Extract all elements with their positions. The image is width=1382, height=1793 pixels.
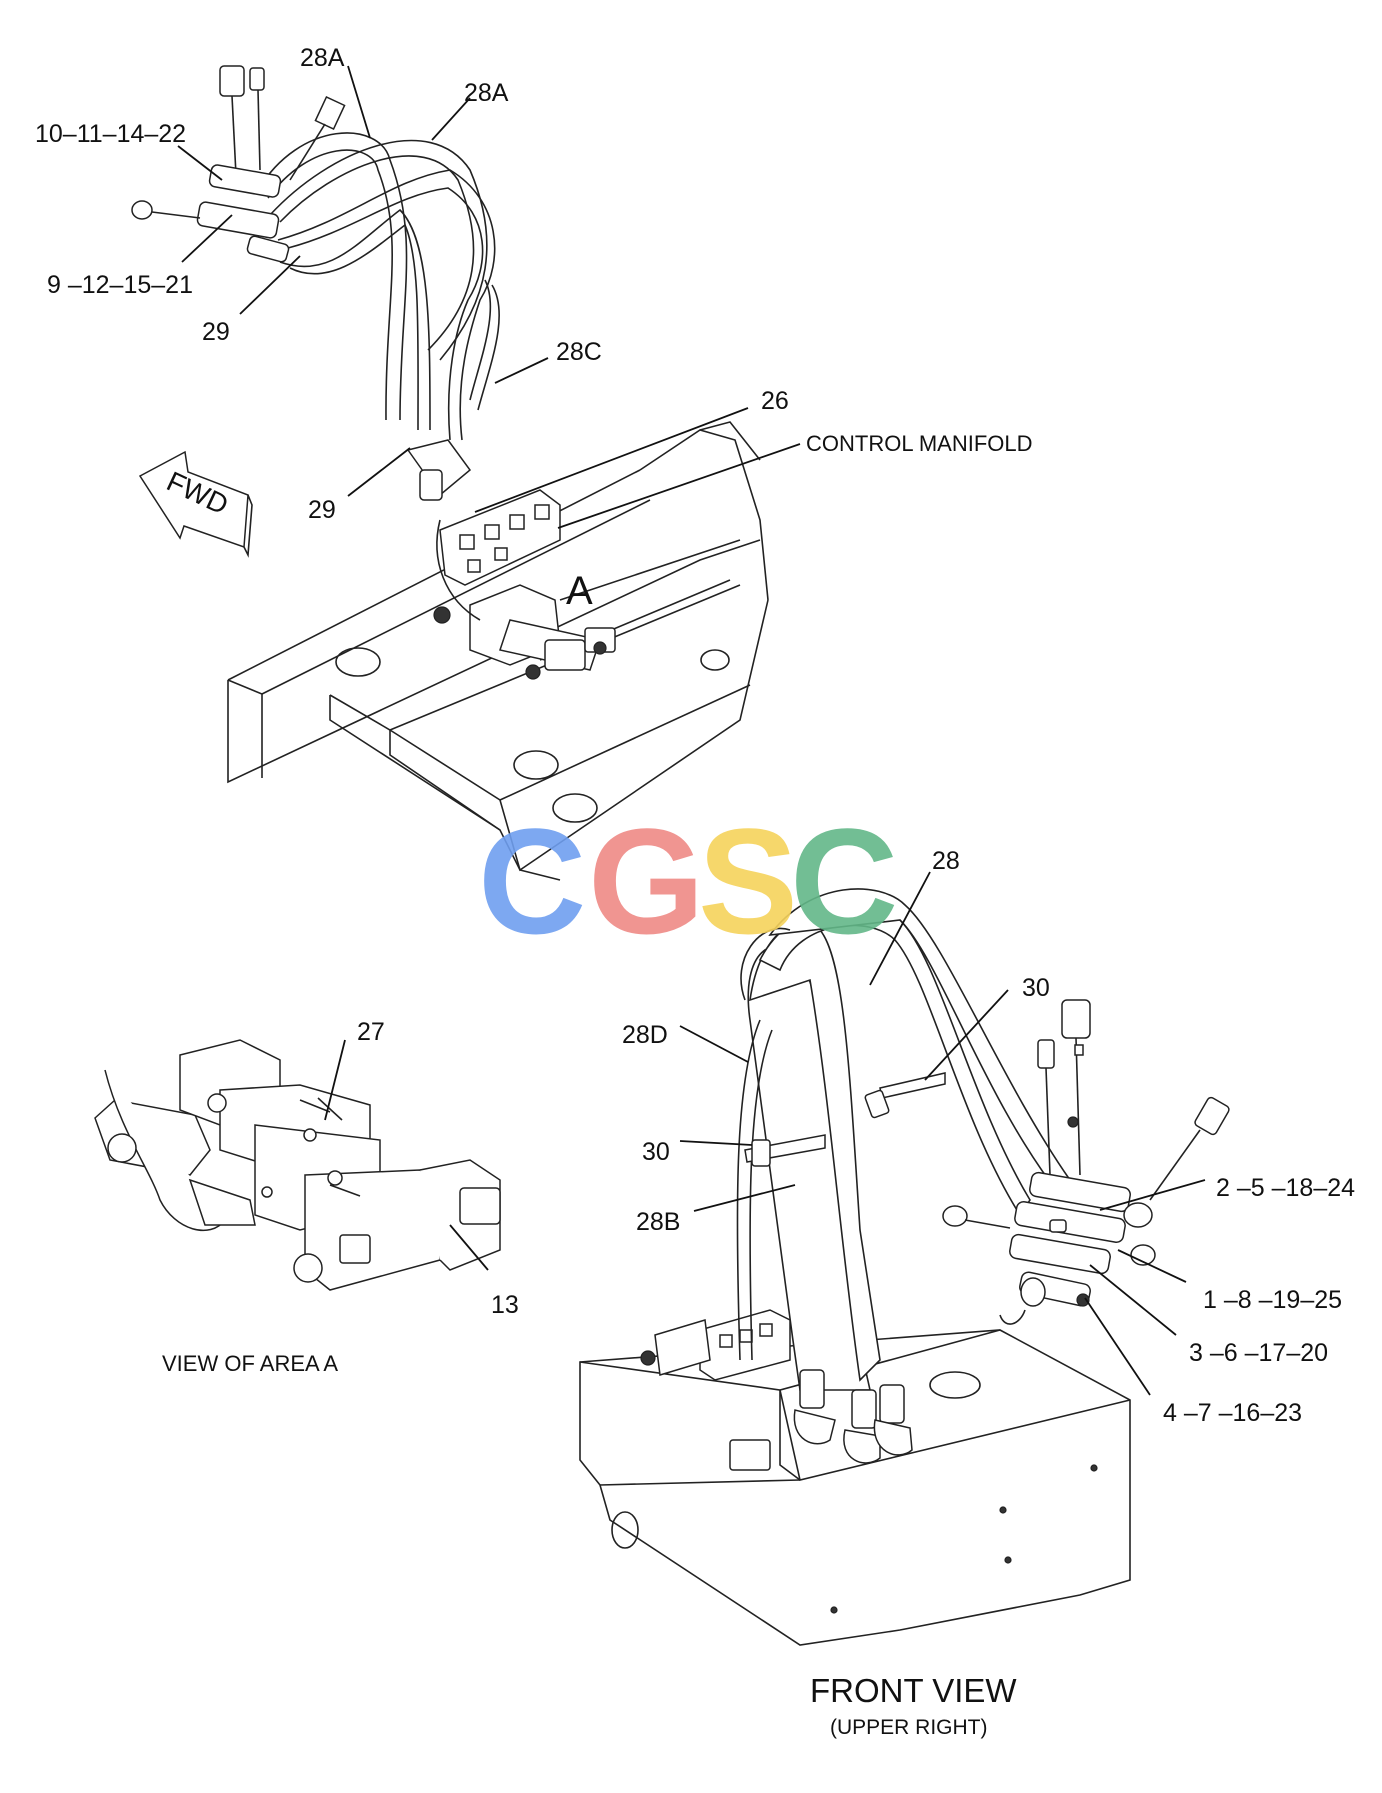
label-13: 13: [491, 1291, 519, 1319]
watermark-letter-g: G: [588, 797, 705, 965]
label-29-top: 29: [202, 318, 230, 346]
label-2-5-18-24: 2 –5 –18–24: [1216, 1174, 1355, 1202]
label-28a-right: 28A: [464, 79, 509, 107]
label-26: 26: [761, 387, 789, 415]
view-of-area-a-drawing: [94, 1039, 501, 1291]
label-view-of-area-a: VIEW OF AREA A: [162, 1351, 338, 1376]
label-control-manifold: CONTROL MANIFOLD: [806, 431, 1033, 456]
label-28d: 28D: [622, 1021, 668, 1049]
label-1-8-19-25: 1 –8 –19–25: [1203, 1286, 1342, 1314]
cgsc-watermark: C G S C: [478, 797, 898, 965]
top-hose-bundle: [257, 132, 500, 441]
watermark-letter-s: S: [698, 797, 798, 965]
area-a-valve: [433, 519, 616, 680]
control-manifold: [406, 439, 561, 586]
label-30-right: 30: [1022, 974, 1050, 1002]
top-left-fittings: [131, 65, 346, 263]
label-3-6-17-20: 3 –6 –17–20: [1189, 1339, 1328, 1367]
label-4-7-16-23: 4 –7 –16–23: [1163, 1399, 1302, 1427]
leader-lines: [177, 65, 1206, 1396]
label-10-11-14-22: 10–11–14–22: [35, 120, 186, 148]
title-front-view: FRONT VIEW: [810, 1672, 1017, 1709]
label-27: 27: [357, 1018, 385, 1046]
subtitle-upper-right: (UPPER RIGHT): [830, 1716, 988, 1739]
label-28: 28: [932, 847, 960, 875]
top-frame-plate: [227, 421, 769, 881]
watermark-letter-c2: C: [790, 797, 898, 965]
watermark-letter-c1: C: [478, 797, 586, 965]
callout-labels: 28A 28A 10–11–14–22 9 –12–15–21 29 28C 2…: [35, 44, 1355, 1739]
label-30-left: 30: [642, 1138, 670, 1166]
front-view-drawing: [579, 888, 1230, 1646]
label-28c: 28C: [556, 338, 602, 366]
label-28a-upper: 28A: [300, 44, 345, 72]
label-29-mid: 29: [308, 496, 336, 524]
fwd-arrow: FWD: [138, 450, 253, 558]
label-area-a: A: [566, 569, 593, 613]
label-28b: 28B: [636, 1208, 680, 1236]
label-9-12-15-21: 9 –12–15–21: [47, 271, 193, 299]
